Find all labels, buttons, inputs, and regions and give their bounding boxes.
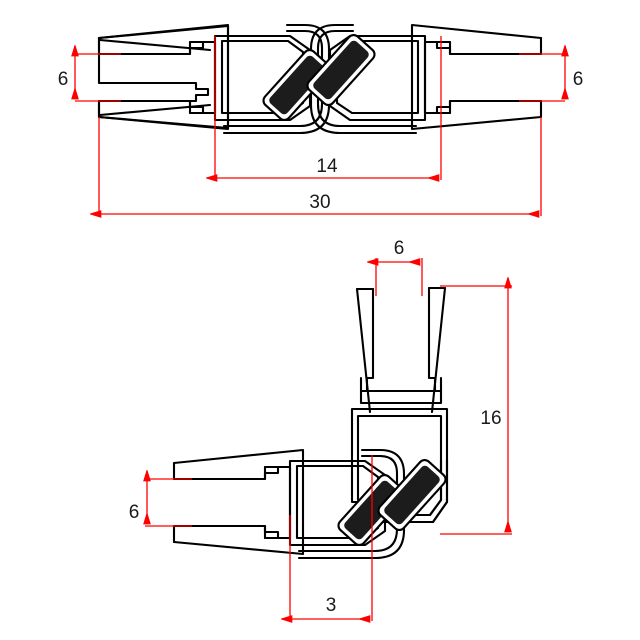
dim-label-bottom-top-6: 6 [394,238,405,259]
dim-label-30: 30 [309,192,330,213]
magnet-left [262,48,332,122]
dim-label-16: 16 [480,408,501,429]
dim-label-left-6: 6 [58,69,69,90]
dim-label-14: 14 [316,156,338,177]
view-180-degree [97,23,543,135]
magnet-corner-upper [377,458,447,532]
vertical-profile-detail [355,286,447,414]
dimensions-view-180 [75,36,565,216]
dimensions-view-90 [145,258,512,621]
dim-label-bottom-left-6: 6 [129,502,140,523]
magnet-right [306,33,376,107]
dim-label-right-6: 6 [573,69,584,90]
dim-label-3: 3 [326,595,337,616]
